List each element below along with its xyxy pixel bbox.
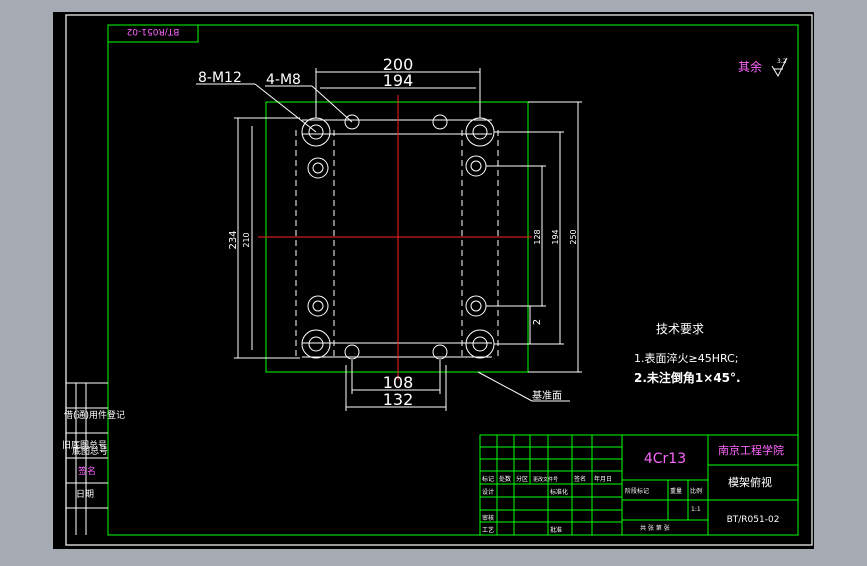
tb-drawing-no: BT/R051-02 bbox=[727, 515, 780, 525]
side-table bbox=[66, 382, 108, 535]
tb-row1-c1: 标记 bbox=[482, 475, 494, 483]
label-bolt-small: 4-M8 bbox=[266, 72, 301, 88]
bolt-hole bbox=[301, 329, 331, 359]
tb-school: 南京工程学院 bbox=[718, 443, 784, 457]
tb-weight-label: 重量 bbox=[670, 487, 682, 495]
tb-row2-c1: 设计 bbox=[482, 488, 494, 496]
dim-right-inner: 128 bbox=[533, 229, 542, 244]
tb-scale-value: 1:1 bbox=[691, 506, 701, 513]
tb-row1-c4: 更改文件号 bbox=[533, 476, 558, 483]
bolt-hole bbox=[307, 157, 329, 179]
side-table-item-1: 借(通)用件登记 bbox=[64, 409, 125, 421]
roughness-label: 其余 bbox=[738, 59, 762, 74]
dim-right-outer: 250 bbox=[569, 229, 578, 244]
dim-top-outer: 200 bbox=[383, 55, 414, 74]
bolt-hole-core bbox=[312, 300, 324, 312]
tb-row1-c6: 年月日 bbox=[594, 475, 612, 483]
notes-line-1: 1.表面淬火≥45HRC; bbox=[634, 351, 738, 365]
stamp-box bbox=[107, 24, 199, 43]
leader-4m8 bbox=[311, 85, 353, 123]
tb-row1-c2: 处数 bbox=[499, 475, 511, 483]
title-block-frame bbox=[479, 434, 799, 536]
bolt-hole bbox=[432, 114, 448, 130]
bolt-hole-core bbox=[470, 300, 482, 312]
side-table-item-5: 日期 bbox=[76, 489, 94, 500]
dim-bottom-outer: 132 bbox=[383, 390, 414, 409]
tb-row3-c1: 审核 bbox=[482, 514, 494, 522]
dim-top-inner: 194 bbox=[383, 71, 414, 90]
bolt-hole bbox=[344, 344, 360, 360]
bolt-hole bbox=[432, 344, 448, 360]
tb-part-name: 模架俯视 bbox=[728, 475, 772, 489]
bolt-hole-core bbox=[308, 124, 324, 140]
drawing-background bbox=[53, 12, 814, 549]
sheet-inner-frame bbox=[107, 24, 799, 536]
bolt-hole-core bbox=[472, 124, 488, 140]
side-table-item-3: 底图总号 bbox=[72, 445, 108, 457]
roughness-value: 3.2 bbox=[777, 58, 787, 65]
tb-row1-c5: 签名 bbox=[574, 475, 586, 483]
label-bolt-large: 8-M12 bbox=[198, 70, 242, 86]
bolt-hole bbox=[344, 114, 360, 130]
tb-row4-c3: 批准 bbox=[550, 526, 562, 534]
tb-row2-c4: 标准化 bbox=[550, 488, 568, 496]
title-block-grid bbox=[479, 434, 799, 536]
tb-row1-c3: 分区 bbox=[516, 475, 528, 483]
dim-left-inner: 210 bbox=[242, 232, 251, 247]
sheet-outer-border bbox=[65, 14, 813, 546]
dim-bottom-inner: 108 bbox=[383, 373, 414, 392]
tb-material: 4Cr13 bbox=[644, 451, 686, 467]
datum-leader bbox=[477, 371, 533, 402]
bolt-hole-core bbox=[312, 162, 324, 174]
tb-scale-label: 比例 bbox=[690, 487, 702, 495]
dim-right-small: 2 bbox=[532, 319, 543, 325]
notes-line-2: 2.未注倒角1×45°. bbox=[634, 370, 741, 385]
bolt-hole-core bbox=[308, 336, 324, 352]
bolt-holes-small bbox=[344, 114, 448, 360]
notes-heading: 技术要求 bbox=[656, 322, 704, 336]
datum-label: 基准面 bbox=[532, 389, 562, 402]
dim-left-outer: 234 bbox=[228, 230, 239, 249]
tb-row4-c1: 工艺 bbox=[482, 526, 494, 534]
side-table-item-2: 旧底图总号 bbox=[62, 439, 107, 451]
bolt-hole-core bbox=[470, 160, 482, 172]
stamp-code: BT/R051-02 bbox=[127, 26, 180, 36]
bolt-hole bbox=[307, 295, 329, 317]
leader-8m12 bbox=[254, 83, 317, 133]
side-table-item-4: 签名 bbox=[78, 465, 96, 477]
dim-right-mid: 194 bbox=[551, 229, 560, 244]
tb-sheet-text: 共 张 第 张 bbox=[640, 524, 670, 532]
bolt-hole-core bbox=[472, 336, 488, 352]
tb-stage-label: 阶段标记 bbox=[625, 487, 649, 495]
